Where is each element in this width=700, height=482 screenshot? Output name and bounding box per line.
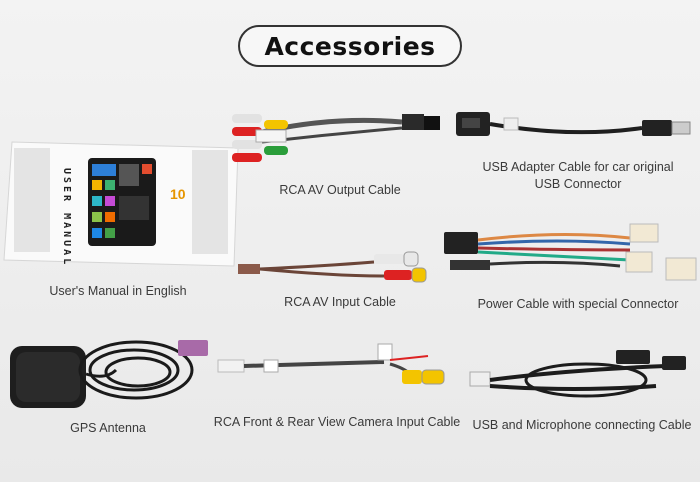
rca-av-output-cable-image	[222, 100, 458, 180]
caption-rca-av-input: RCA AV Input Cable	[284, 295, 396, 309]
power-cable-image	[440, 220, 700, 292]
caption-user-manual: User's Manual in English	[49, 284, 187, 298]
page-title: Accessories	[238, 25, 462, 67]
caption-camera-input: RCA Front & Rear View Camera Input Cable	[213, 415, 461, 429]
usb-mic-cable-image	[466, 340, 696, 408]
manual-cover-text: USER MANUAL	[61, 168, 72, 268]
user-manual-image: USER MANUAL 10	[2, 138, 242, 268]
caption-usb-adapter-line-2: USB Connector	[534, 177, 622, 191]
rca-av-input-cable-image	[234, 246, 444, 286]
caption-rca-av-output: RCA AV Output Cable	[279, 183, 401, 197]
gps-antenna-image	[6, 330, 216, 416]
caption-usb-mic: USB and Microphone connecting Cable	[472, 418, 692, 432]
manual-badge: 10	[170, 186, 186, 202]
camera-input-cable-image	[214, 334, 454, 404]
caption-power-cable: Power Cable with special Connector	[477, 297, 679, 311]
usb-adapter-cable-image	[452, 98, 696, 156]
caption-usb-adapter-line-1: USB Adapter Cable for car original	[482, 160, 674, 174]
caption-gps-antenna: GPS Antenna	[70, 421, 146, 435]
